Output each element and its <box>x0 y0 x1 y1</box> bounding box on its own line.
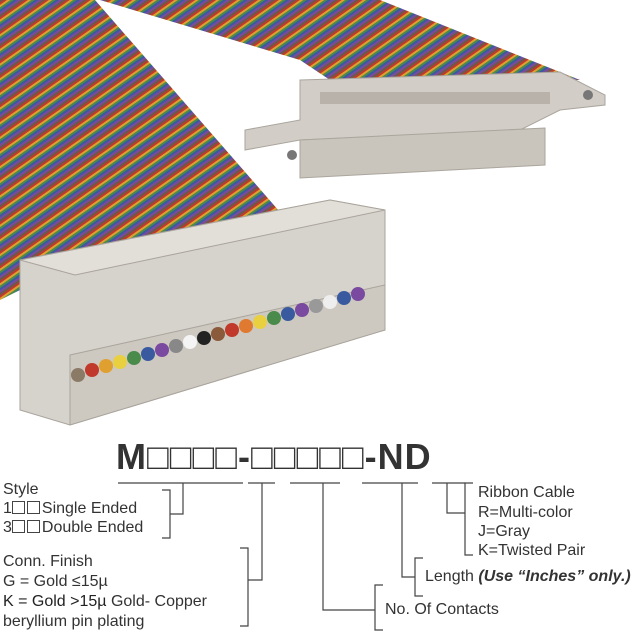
cable-option-twisted: K=Twisted Pair <box>478 542 586 559</box>
style-option-single: 1 Single Ended <box>3 499 137 518</box>
finish-gold-standard: G = Gold ≤15µ <box>3 573 108 590</box>
finish-gold-heavy-desc: Gold- Copper <box>106 593 208 610</box>
length-text: Length <box>425 568 479 585</box>
cable-option-multicolor: R=Multi-color <box>478 504 573 521</box>
finish-title: Conn. Finish <box>3 553 93 570</box>
style-label: Single Ended <box>41 500 138 517</box>
finish-gold-heavy: K = Gold >15µ Gold- Copper <box>3 592 207 611</box>
style-code: 1 <box>3 500 12 517</box>
finish-plating: beryllium pin plating <box>3 613 145 630</box>
style-code: 3 <box>3 519 12 536</box>
finish-gold-heavy-code: K = Gold >15µ <box>3 593 107 610</box>
cable-option-gray: J=Gray <box>478 523 531 540</box>
length-note: (Use “Inches” only.) <box>478 568 631 585</box>
contacts-label: No. Of Contacts <box>385 601 499 618</box>
placeholder-box-icon <box>26 520 40 533</box>
style-title: Style <box>3 481 39 498</box>
placeholder-box-icon <box>11 501 25 514</box>
placeholder-box-icon <box>11 520 25 533</box>
style-label: Double Ended <box>41 519 144 536</box>
rear-connector <box>244 71 606 179</box>
front-connector <box>19 199 386 426</box>
part-number-template: M□□□□-□□□□□-ND <box>116 436 432 477</box>
length-label: Length (Use “Inches” only.) <box>425 567 631 586</box>
cable-title: Ribbon Cable <box>478 484 575 501</box>
placeholder-box-icon <box>26 501 40 514</box>
ribbon-cable-assembly-image <box>0 0 606 426</box>
wire-ends <box>71 287 365 382</box>
ribbon-cable-top <box>100 0 580 80</box>
style-option-double: 3 Double Ended <box>3 518 143 537</box>
